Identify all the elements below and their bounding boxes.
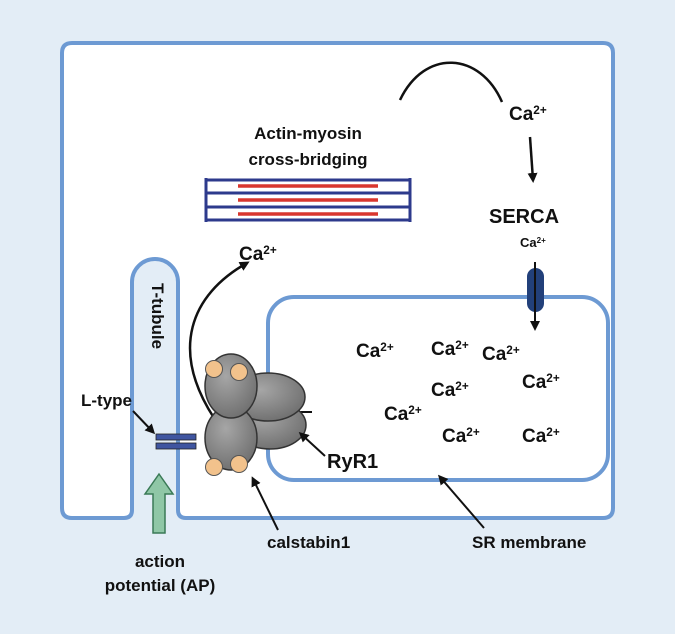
l-type-label: L-type: [81, 391, 132, 410]
ap-line-1: action: [134, 552, 186, 571]
ca-ion-sr-7: Ca2+: [442, 425, 480, 447]
ryr1-label: RyR1: [327, 451, 379, 473]
sarcomere: [204, 178, 412, 222]
ca-return-arc: [398, 61, 504, 103]
ca-to-serca-arrow: [527, 136, 538, 183]
serca-label: SERCA: [489, 206, 560, 228]
actin-myosin-line-1: Actin-myosin: [254, 124, 362, 143]
l-type-channel: [155, 433, 197, 450]
sr-membrane-pointer: [438, 474, 485, 529]
ryr1-pointer: [298, 431, 326, 457]
ryr1-channel: [204, 353, 312, 471]
calstabin-subunits: [205, 360, 248, 476]
ap-line-2: potential (AP): [104, 576, 216, 595]
t-tubule-label: T-tubule: [148, 283, 167, 350]
ca-ion-cytosol: Ca2+: [239, 243, 277, 265]
ca-ion-sr-5: Ca2+: [431, 379, 469, 401]
ca-ion-sr-4: Ca2+: [522, 371, 560, 393]
ca-ion-sr-8: Ca2+: [522, 425, 560, 447]
actin-myosin-line-2: cross-bridging: [248, 150, 368, 169]
actin-myosin-label: Actin-myosin cross-bridging: [200, 121, 416, 173]
calstabin-pointer: [251, 476, 279, 531]
ap-label: action potential (AP): [76, 550, 244, 598]
ca-ion-sr-1: Ca2+: [356, 340, 394, 362]
ca-ion-serca: Ca2+: [520, 235, 546, 250]
calstabin-label: calstabin1: [267, 533, 351, 552]
l-type-pointer: [132, 410, 156, 435]
ap-arrow: [143, 472, 175, 534]
ca-ion-sr-3: Ca2+: [482, 343, 520, 365]
ca-ion-sr-6: Ca2+: [384, 403, 422, 425]
sr-membrane-label: SR membrane: [472, 533, 587, 552]
ca-ion-top: Ca2+: [509, 103, 547, 125]
ca-ion-sr-2: Ca2+: [431, 338, 469, 360]
ca-release-arrow: [188, 261, 250, 419]
